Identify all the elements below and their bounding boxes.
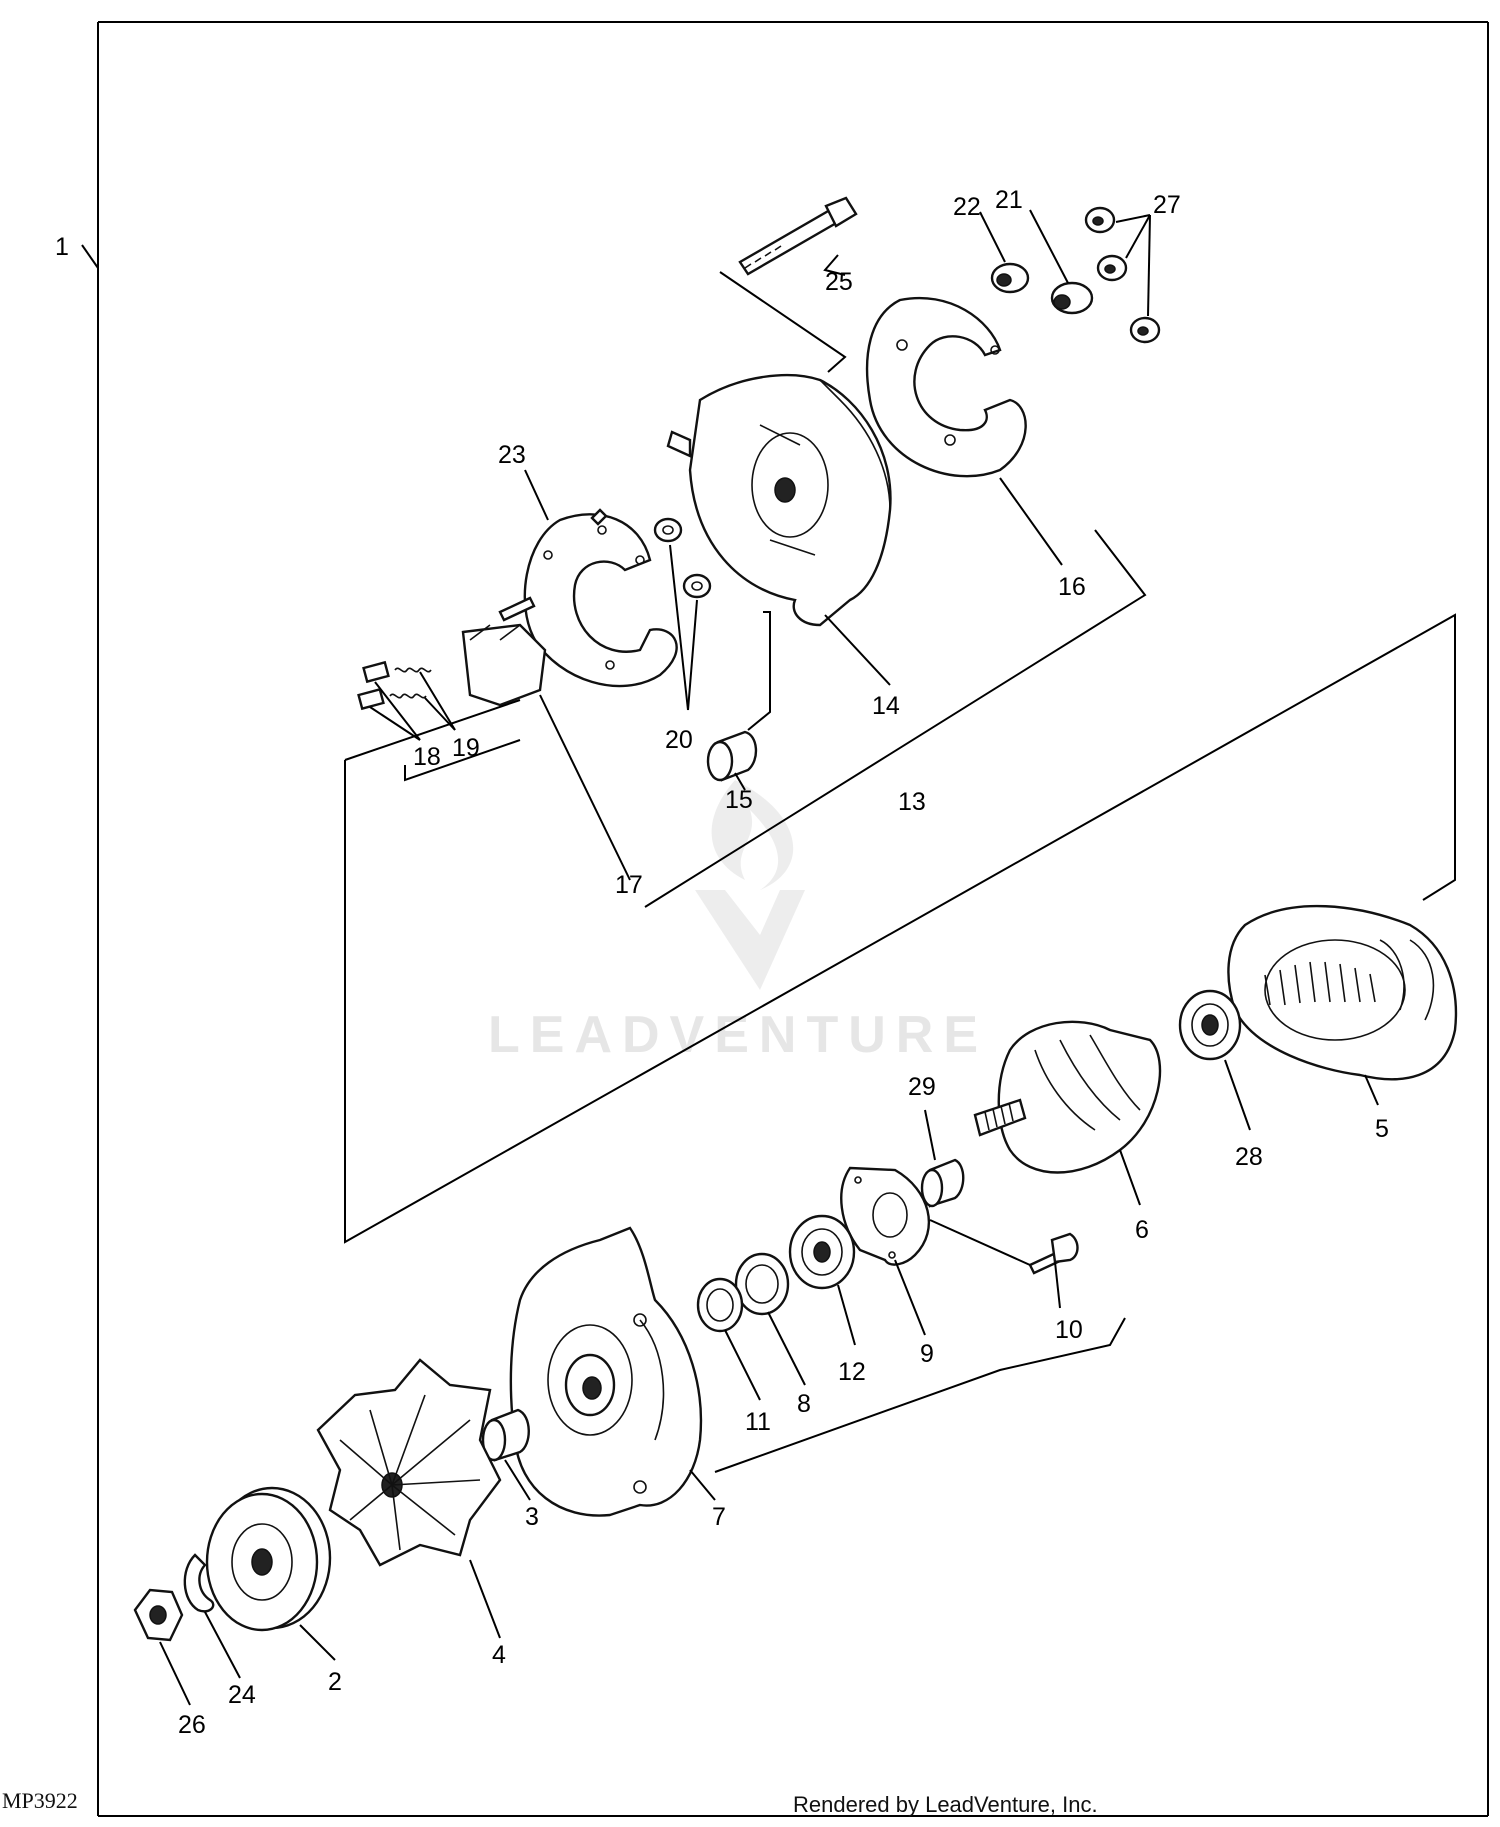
part-21-insulator [1050,281,1094,315]
callout-20: 20 [665,726,693,754]
footer-credit: Rendered by LeadVenture, Inc. [793,1792,1098,1817]
part-19-springs [389,667,432,699]
callout-8: 8 [797,1390,811,1418]
part-5-stator [1227,904,1458,1081]
part-4-fan [316,1358,502,1567]
part-28-bearing [1178,989,1242,1061]
part-10-screw [1028,1232,1079,1275]
callout-16: 16 [1058,573,1086,601]
part-3-collar [481,1408,530,1462]
callout-26: 26 [178,1711,206,1739]
callout-6: 6 [1135,1216,1149,1244]
callout-27: 27 [1153,191,1181,219]
watermark-text: LEADVENTURE [488,1006,988,1064]
callout-1: 1 [55,233,69,261]
part-8-slinger [734,1252,790,1316]
part-22-insulator [990,262,1030,294]
callout-3: 3 [525,1503,539,1531]
callout-18: 18 [413,743,441,771]
part-20-washers [653,517,712,599]
part-27-nuts [1084,206,1161,344]
callout-9: 9 [920,1340,934,1368]
callout-22: 22 [953,193,981,221]
callout-28: 28 [1235,1143,1263,1171]
callout-14: 14 [872,692,900,720]
callout-17: 17 [615,871,643,899]
part-12-bearing [788,1214,856,1290]
diagram-frame [97,21,1489,1817]
callout-23: 23 [498,441,526,469]
part-17-brush-holder [461,596,547,707]
callout-24: 24 [228,1681,256,1709]
part-25-bolt [738,196,858,276]
part-6-rotor [973,1020,1162,1174]
callout-29: 29 [908,1073,936,1101]
figure-id: MP3922 [2,1788,78,1813]
part-7-drive-end-frame [509,1226,703,1517]
callout-11: 11 [745,1408,771,1436]
callout-10: 10 [1055,1316,1083,1344]
callout-13: 13 [898,788,926,816]
callout-4: 4 [492,1641,506,1669]
callout-2: 2 [328,1668,342,1696]
part-29-collar [920,1158,965,1208]
callout-5: 5 [1375,1115,1389,1143]
part-23-rectifier [523,508,678,688]
part-26-nut [133,1588,184,1642]
callout-21: 21 [995,186,1023,214]
part-2-pulley [205,1486,332,1632]
leader-lines [81,209,1456,1706]
part-24-lock-washer [183,1553,215,1613]
callout-7: 7 [712,1503,726,1531]
callout-12: 12 [838,1358,866,1386]
part-14-end-frame [666,373,892,627]
part-9-retainer-plate [840,1166,931,1266]
callout-19: 19 [452,734,480,762]
part-11-seal [696,1277,744,1333]
callout-labels: 1 2 3 4 5 6 7 8 9 10 11 12 13 14 15 16 1… [55,186,1389,1739]
part-15-bearing [706,730,758,782]
part-16-insulator-plate [865,296,1027,478]
callout-25: 25 [825,268,853,296]
leadventure-logo-icon: LEADVENTURE [488,780,988,1064]
part-18-brushes [357,660,390,711]
callout-15: 15 [725,786,753,814]
